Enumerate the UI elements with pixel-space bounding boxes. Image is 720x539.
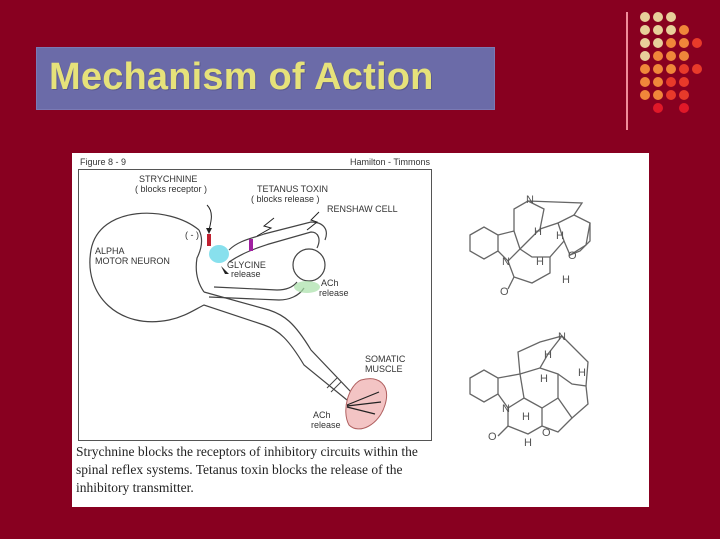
svg-text:N: N	[526, 194, 534, 206]
label-ach-2-release: release	[311, 420, 341, 430]
figure-frame: STRYCHNINE ( blocks receptor ) TETANUS T…	[78, 169, 432, 441]
decorative-dot	[679, 77, 689, 87]
decorative-dot	[666, 12, 676, 22]
strychnine-structure-top: N N O O H H H H	[469, 194, 591, 298]
decorative-vertical-line	[626, 12, 628, 130]
label-tetanus: TETANUS TOXIN	[257, 184, 328, 194]
svg-text:H: H	[578, 367, 586, 379]
label-ach-2: ACh	[313, 410, 331, 420]
svg-text:H: H	[522, 411, 530, 423]
svg-text:H: H	[540, 373, 548, 385]
svg-text:H: H	[524, 437, 532, 449]
decorative-dot	[666, 90, 676, 100]
label-muscle: MUSCLE	[365, 364, 403, 374]
decorative-dot	[653, 103, 663, 113]
figure-caption: Strychnine blocks the receptors of inhib…	[76, 444, 418, 495]
decorative-dot	[666, 25, 676, 35]
decorative-dot	[666, 64, 676, 74]
label-alpha: ALPHA	[95, 246, 125, 256]
label-somatic: SOMATIC	[365, 354, 406, 364]
svg-text:O: O	[488, 431, 497, 443]
decorative-dot	[653, 77, 663, 87]
decorative-dot	[640, 51, 650, 61]
decorative-dot	[653, 64, 663, 74]
label-tetanus-note: ( blocks release )	[251, 194, 320, 204]
decorative-dot	[679, 38, 689, 48]
svg-text:H: H	[556, 230, 564, 242]
decorative-dot	[692, 64, 702, 74]
label-ach-1-release: release	[319, 288, 349, 298]
figure-header: Figure 8 - 9 Hamilton - Timmons	[80, 157, 430, 169]
decorative-dot	[653, 25, 663, 35]
decorative-dot	[679, 64, 689, 74]
svg-text:N: N	[502, 256, 510, 268]
svg-text:H: H	[544, 349, 552, 361]
decorative-dot	[640, 90, 650, 100]
label-glycine: GLYCINE	[227, 260, 266, 270]
label-ach-1: ACh	[321, 278, 339, 288]
title-box: Mechanism of Action	[36, 47, 495, 110]
slide-title: Mechanism of Action	[49, 56, 434, 98]
decorative-dot	[640, 25, 650, 35]
decorative-dot-grid	[0, 0, 720, 140]
decorative-dot	[666, 77, 676, 87]
svg-text:N: N	[502, 403, 510, 415]
svg-text:O: O	[568, 250, 577, 262]
label-strychnine: STRYCHNINE	[139, 174, 197, 184]
svg-text:O: O	[542, 427, 551, 439]
decorative-dot	[679, 25, 689, 35]
decorative-dot	[653, 12, 663, 22]
decorative-dot	[640, 64, 650, 74]
decorative-dot	[640, 38, 650, 48]
decorative-dot	[679, 103, 689, 113]
neuron-diagram: STRYCHNINE ( blocks receptor ) TETANUS T…	[89, 174, 406, 430]
label-motor-neuron: MOTOR NEURON	[95, 256, 170, 266]
decorative-dot	[653, 38, 663, 48]
decorative-dot	[653, 90, 663, 100]
svg-text:H: H	[534, 226, 542, 238]
label-renshaw: RENSHAW CELL	[327, 204, 398, 214]
decorative-dot	[666, 38, 676, 48]
svg-text:N: N	[558, 331, 566, 343]
decorative-dot	[666, 51, 676, 61]
decorative-dot	[679, 51, 689, 61]
decorative-dot	[692, 38, 702, 48]
strychnine-structure-bottom: N N O O H H H H H	[469, 331, 589, 449]
svg-text:H: H	[536, 256, 544, 268]
figure-credit: Hamilton - Timmons	[349, 157, 430, 167]
label-strychnine-note: ( blocks receptor )	[135, 184, 207, 194]
content-panel: Figure 8 - 9 Hamilton - Timmons	[72, 153, 649, 507]
decorative-dot	[640, 77, 650, 87]
label-inhibit: ( - )	[185, 230, 199, 240]
decorative-dot	[640, 12, 650, 22]
decorative-dot	[679, 90, 689, 100]
figure-label: Figure 8 - 9	[80, 157, 127, 167]
svg-text:O: O	[500, 286, 509, 298]
decorative-dot	[653, 51, 663, 61]
label-glycine-release: release	[231, 269, 261, 279]
svg-text:H: H	[562, 274, 570, 286]
